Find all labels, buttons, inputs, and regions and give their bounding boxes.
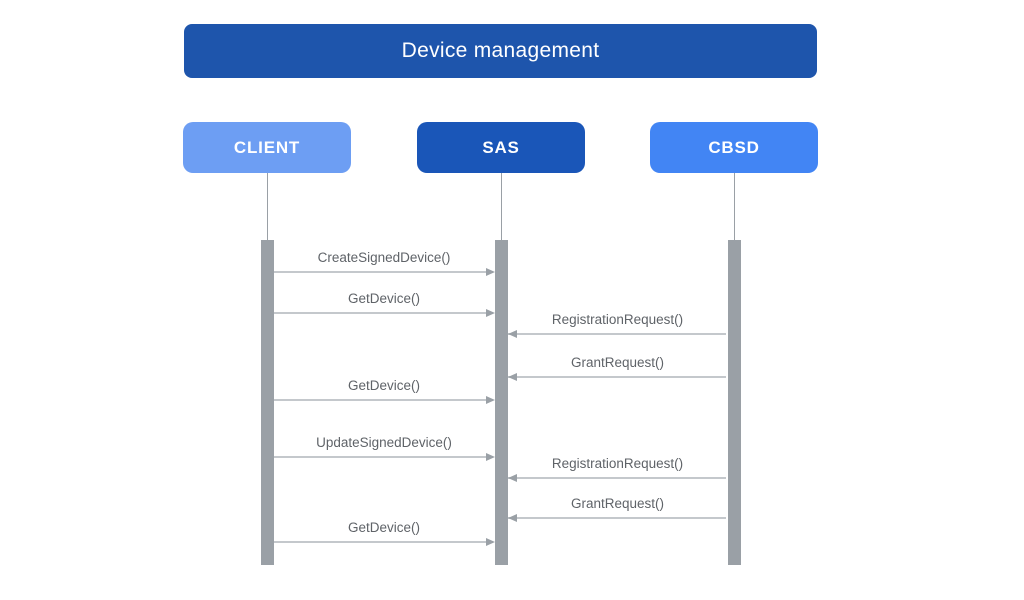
lifeline-cbsd — [734, 173, 735, 240]
actor-box-cbsd: CBSD — [650, 122, 818, 173]
message-label: GetDevice() — [347, 520, 420, 535]
arrowhead-icon — [507, 372, 517, 381]
arrowhead-icon — [507, 513, 517, 522]
message-label: RegistrationRequest() — [551, 312, 684, 327]
message-line — [273, 312, 493, 314]
message-line — [273, 541, 493, 543]
message-line — [273, 271, 493, 273]
activation-bar-sas — [494, 240, 508, 565]
message-label: GetDevice() — [347, 291, 420, 306]
arrowhead-icon — [485, 308, 495, 317]
arrowhead-icon — [507, 329, 517, 338]
message-line — [507, 517, 726, 519]
message-label: CreateSignedDevice() — [317, 250, 451, 265]
lifeline-sas — [501, 173, 502, 240]
actor-box-sas: SAS — [417, 122, 585, 173]
message-label: GrantRequest() — [570, 355, 665, 370]
message-line — [273, 399, 493, 401]
actor-label-sas: SAS — [482, 137, 520, 157]
message-line — [507, 477, 726, 479]
arrowhead-icon — [485, 452, 495, 461]
diagram-title: Device management — [184, 24, 817, 78]
message-label: GrantRequest() — [570, 496, 665, 511]
activation-bar-cbsd — [727, 240, 741, 565]
actor-label-client: CLIENT — [233, 137, 301, 157]
actor-box-client: CLIENT — [183, 122, 351, 173]
message-label: GetDevice() — [347, 378, 420, 393]
activation-bar-client — [260, 240, 274, 565]
arrowhead-icon — [507, 473, 517, 482]
arrowhead-icon — [485, 267, 495, 276]
message-line — [273, 456, 493, 458]
actor-label-cbsd: CBSD — [708, 137, 760, 157]
message-line — [507, 376, 726, 378]
arrowhead-icon — [485, 537, 495, 546]
arrowhead-icon — [485, 395, 495, 404]
message-label: UpdateSignedDevice() — [316, 435, 452, 450]
lifeline-client — [267, 173, 268, 240]
message-line — [507, 333, 726, 335]
message-label: RegistrationRequest() — [551, 456, 684, 471]
